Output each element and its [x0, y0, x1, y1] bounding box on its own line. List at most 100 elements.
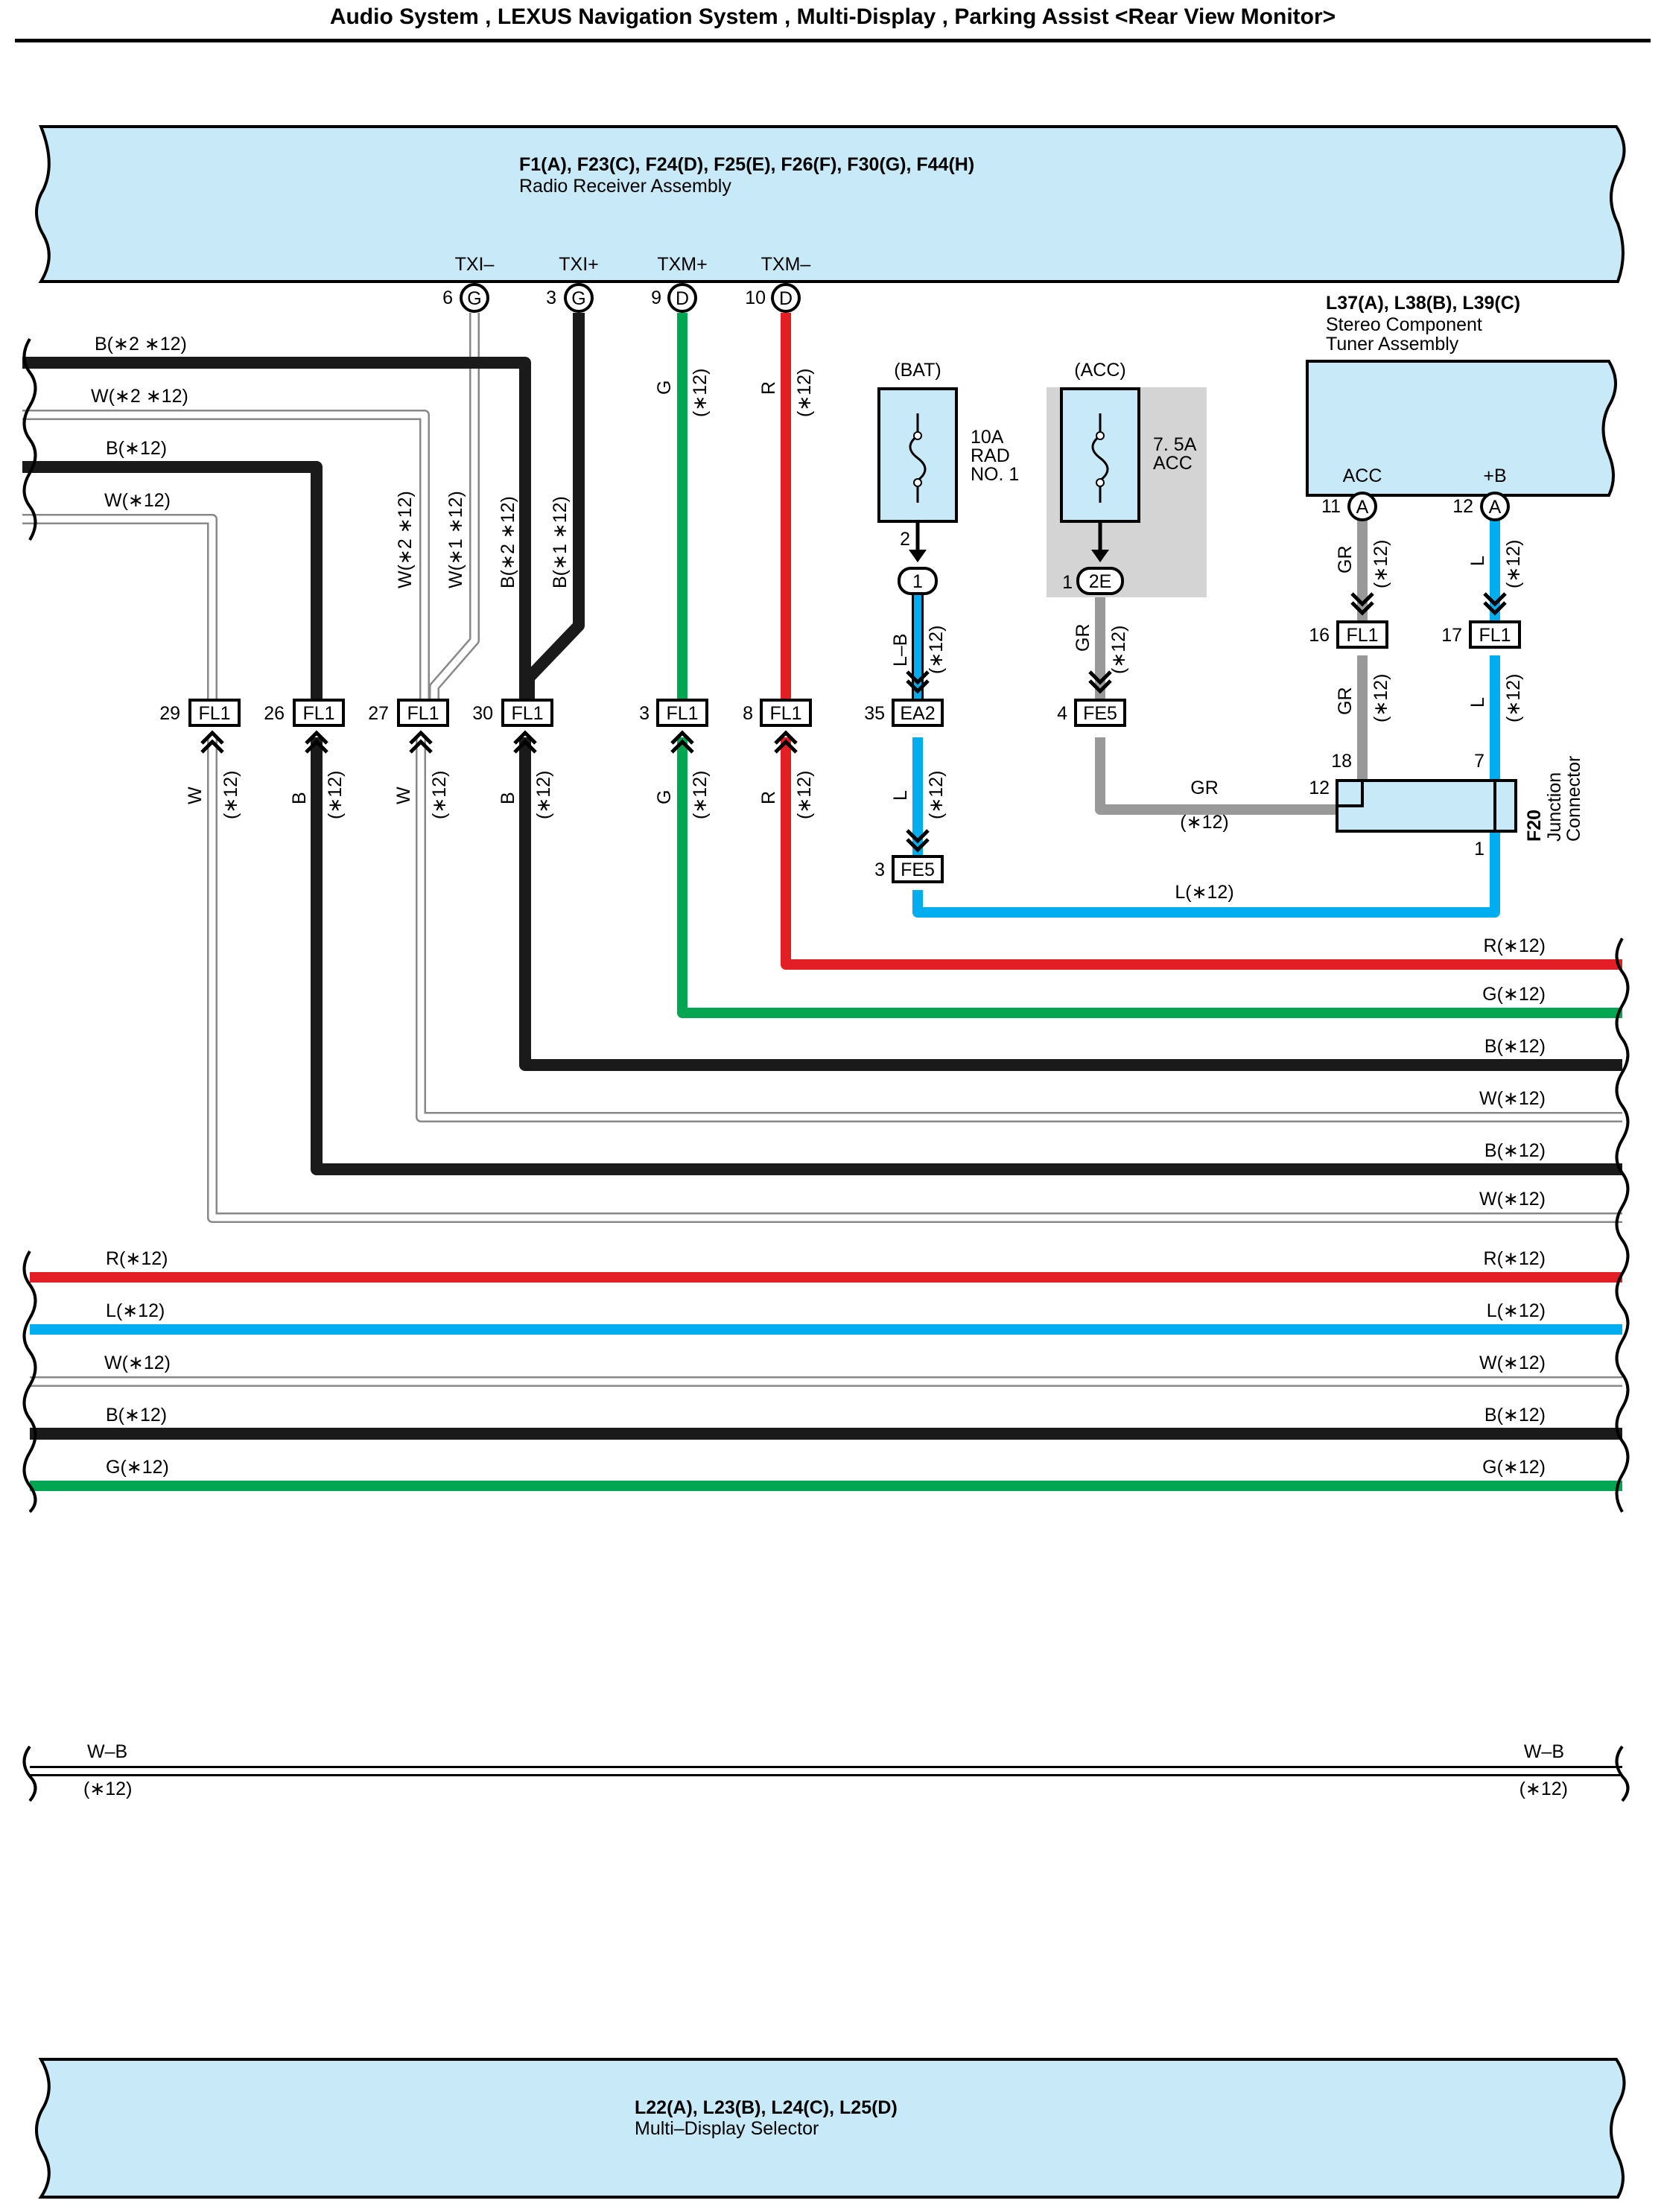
conn-35-num: 35 — [864, 703, 885, 724]
conn-29-code: FL1 — [198, 703, 230, 724]
connector-4-fe5[interactable]: FE5 4 — [1057, 670, 1126, 727]
tuner-pin-acc-label: ACC — [1343, 465, 1382, 486]
radio-connector-circles: G G D D — [460, 283, 801, 313]
rlabel-r2: R(∗12) — [1484, 1248, 1546, 1269]
connector-8[interactable]: FL1 8 — [743, 699, 812, 754]
conn-29-num: 29 — [159, 703, 180, 724]
vlabel-note-27: (∗12) — [429, 771, 450, 819]
llabel-r: R(∗12) — [106, 1248, 168, 1269]
llabel-wb-note: (∗12) — [83, 1779, 132, 1799]
pin-num-3: 3 — [546, 287, 556, 308]
vlabel-note-30: (∗12) — [533, 771, 554, 819]
radio-code: F1(A), F23(C), F24(D), F25(E), F26(F), F… — [519, 154, 974, 175]
vlabel-r-upper: R — [758, 381, 779, 395]
wires — [22, 313, 1622, 1776]
connector-16[interactable]: FL1 16 — [1309, 592, 1388, 649]
fuse-acc[interactable]: (ACC) 7. 5A ACC 1 2E — [1047, 360, 1207, 597]
fuse-bat[interactable]: (BAT) 10A RAD NO. 1 2 1 — [877, 360, 1019, 595]
label-gr-junction: GR — [1190, 778, 1219, 798]
pin-label-txi-minus: TXI– — [455, 254, 495, 275]
fuse-bat-supply: (BAT) — [894, 360, 941, 381]
left-lower-wire-labels: R(∗12) L(∗12) W(∗12) B(∗12) G(∗12) W–B (… — [83, 1248, 171, 1799]
conn-letter-g2: G — [571, 288, 585, 309]
tuner-pin-11: 11 — [1321, 496, 1341, 517]
rlabel-b1: B(∗12) — [1484, 1036, 1546, 1057]
multi-display-selector[interactable]: L22(A), L23(B), L24(C), L25(D) Multi–Dis… — [35, 2058, 1626, 2199]
vlabel-g-3: G — [654, 790, 675, 804]
connector-17[interactable]: FL1 17 — [1441, 592, 1521, 649]
tuner-conn-a1: A — [1356, 497, 1369, 518]
conn-30-code: FL1 — [511, 703, 543, 724]
connector-27[interactable]: FL1 27 — [368, 699, 449, 754]
rlabel-l: L(∗12) — [1487, 1300, 1546, 1321]
conn-30-num: 30 — [472, 703, 493, 724]
pin-num-6: 6 — [442, 287, 453, 308]
vlabel-w-27: W — [393, 786, 414, 804]
vlabel-gr-tuner-2: GR — [1335, 687, 1356, 716]
right-break-marks — [1615, 937, 1630, 1802]
connector-35-ea2[interactable]: EA2 35 — [864, 670, 944, 727]
left-break-marks — [22, 337, 37, 1802]
vlabel-g-upper: G — [654, 381, 675, 395]
vlabel-w-2-12: W(∗2 ∗12) — [395, 491, 416, 588]
junction-name1: Junction — [1544, 772, 1565, 842]
vlabel-note-r-upper: (∗12) — [794, 369, 815, 417]
conn-35-code: EA2 — [900, 703, 935, 724]
vlabel-note-g-upper: (∗12) — [690, 369, 711, 417]
vlabel-l-tuner-2: L — [1467, 697, 1488, 708]
rlabel-w2: W(∗12) — [1479, 1189, 1546, 1210]
label-left-b1: B(∗2 ∗12) — [95, 334, 187, 355]
junction-pin-1: 1 — [1474, 839, 1484, 859]
conn-4-num: 4 — [1057, 703, 1067, 724]
junction-name2: Connector — [1563, 756, 1584, 842]
vlabel-note-tuner-1: (∗12) — [1371, 540, 1391, 588]
fuse-acc-pin: 1 — [1062, 572, 1073, 593]
fuse-acc-rating: 7. 5A — [1153, 434, 1197, 455]
fuse-acc-name: ACC — [1153, 453, 1193, 474]
vlabel-note-tuner-4: (∗12) — [1503, 674, 1524, 722]
label-note-junction: (∗12) — [1180, 812, 1228, 833]
rlabel-w3: W(∗12) — [1479, 1353, 1546, 1373]
conn-4-code: FE5 — [1083, 703, 1117, 724]
junction-pin-7: 7 — [1474, 751, 1484, 772]
connector-3-fl1[interactable]: FL1 3 — [639, 699, 708, 754]
stereo-tuner-assembly[interactable]: L37(A), L38(B), L39(C) Stereo Component … — [1306, 293, 1617, 521]
tuner-name1: Stereo Component — [1326, 314, 1482, 335]
radio-pins: TXI– TXI+ TXM+ TXM– 6 3 9 10 — [442, 254, 810, 308]
vlabel-note-ea2: (∗12) — [926, 771, 947, 819]
rlabel-wb: W–B — [1524, 1741, 1564, 1762]
vlabel-note-tuner-3: (∗12) — [1371, 674, 1391, 722]
connector-30[interactable]: FL1 30 — [472, 699, 553, 754]
selector-code: L22(A), L23(B), L24(C), L25(D) — [635, 2097, 898, 2118]
conn-16-code: FL1 — [1346, 625, 1378, 646]
conn-8-code: FL1 — [769, 703, 801, 724]
llabel-w: W(∗12) — [104, 1353, 171, 1373]
conn-3fe5-code: FE5 — [901, 859, 935, 880]
rlabel-w1: W(∗12) — [1479, 1088, 1546, 1109]
label-left-b2: B(∗12) — [106, 438, 167, 459]
pin-label-txm-plus: TXM+ — [657, 254, 707, 275]
tuner-code: L37(A), L38(B), L39(C) — [1326, 293, 1520, 314]
connector-29[interactable]: FL1 29 — [159, 699, 241, 754]
radio-receiver-assembly[interactable]: F1(A), F23(C), F24(D), F25(E), F26(F), F… — [35, 125, 1626, 283]
vertical-labels-lower: W (∗12) B (∗12) W (∗12) B (∗12) G (∗12) … — [185, 540, 1524, 819]
vlabel-l-ea2: L — [890, 790, 911, 801]
conn-3-num: 3 — [639, 703, 650, 724]
rlabel-b2: B(∗12) — [1484, 1140, 1546, 1161]
connector-26[interactable]: FL1 26 — [264, 699, 345, 754]
fuse-acc-inline-conn: 2E — [1089, 571, 1112, 592]
junction-code: F20 — [1524, 810, 1545, 842]
conn-letter-d2: D — [779, 288, 793, 309]
vlabel-note-acc: (∗12) — [1108, 626, 1129, 674]
conn-16-num: 16 — [1309, 625, 1330, 646]
connector-3-fe5[interactable]: FE5 3 — [874, 829, 944, 883]
left-wire-labels: B(∗2 ∗12) W(∗2 ∗12) B(∗12) W(∗12) — [91, 334, 188, 511]
rlabel-g: G(∗12) — [1482, 984, 1546, 1005]
junction-connector-f20[interactable]: 18 7 12 1 F20 Junction Connector — [1309, 751, 1584, 859]
conn-26-code: FL1 — [302, 703, 334, 724]
vlabel-b-2-12: B(∗2 ∗12) — [498, 496, 518, 588]
selector-name: Multi–Display Selector — [635, 2118, 819, 2139]
vlabel-b-30: B — [498, 792, 518, 804]
conn-3fe5-num: 3 — [874, 859, 885, 880]
connector-boxes: FL1 29 FL1 26 FL1 27 FL1 30 FL1 3 — [159, 592, 1521, 883]
